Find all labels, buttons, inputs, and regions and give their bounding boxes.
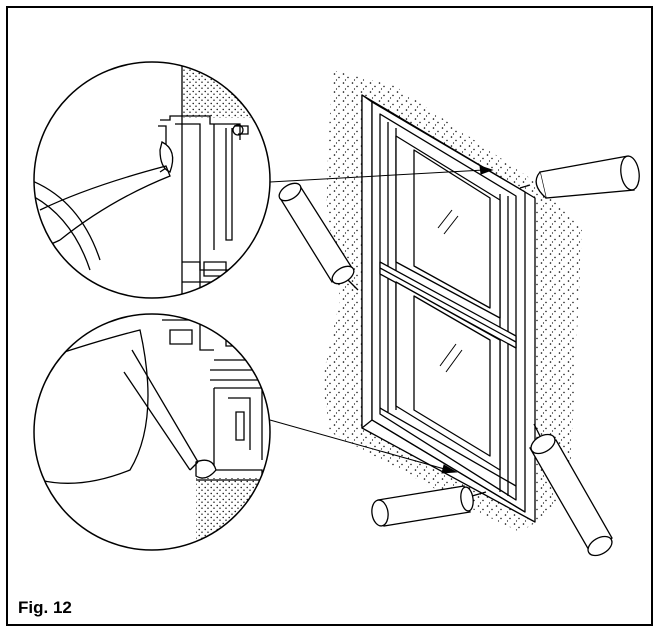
leader-arrows bbox=[269, 165, 494, 474]
caulk-tube-icon bbox=[529, 423, 613, 557]
magnified-detail-icon bbox=[33, 313, 271, 551]
caulk-tube-icon bbox=[519, 155, 640, 199]
double-hung-window-icon bbox=[361, 94, 536, 523]
caulk-tube-icon bbox=[278, 182, 359, 291]
figure-label: Fig. 12 bbox=[18, 598, 72, 617]
magnified-detail-icon bbox=[33, 61, 271, 299]
glass-reflection bbox=[437, 209, 463, 373]
caulk-tube-icon bbox=[371, 485, 487, 527]
